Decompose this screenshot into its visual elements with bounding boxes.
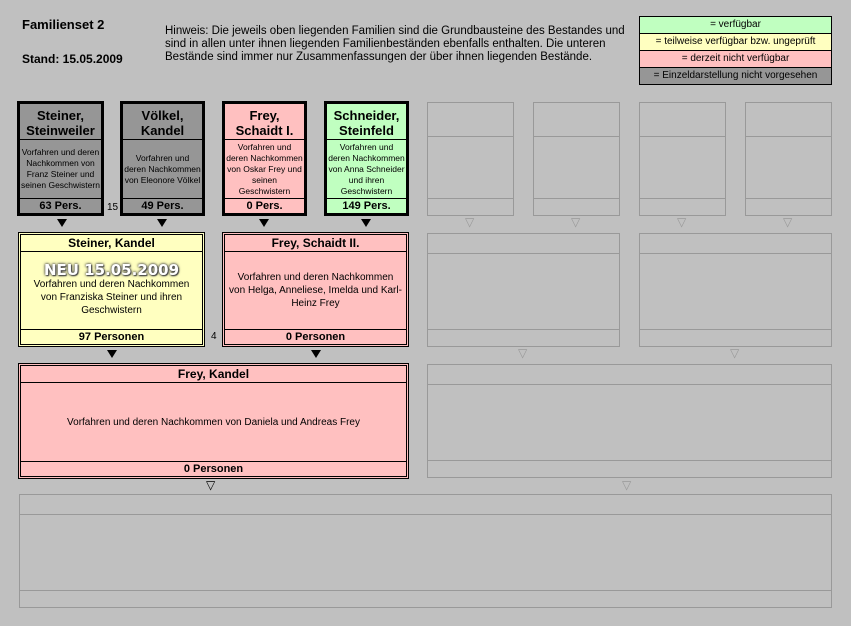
family-description: Vorfahren und deren Nachkommen von Franz… (20, 140, 101, 199)
arrow-down-icon (361, 219, 371, 227)
empty-slot (533, 102, 620, 216)
family-description: Vorfahren und deren Nachkommen von Franz… (33, 279, 190, 316)
family-box-frey-schaidt-1[interactable]: Frey, Schaidt I. Vorfahren und deren Nac… (222, 101, 307, 216)
overlap-count: 15 (107, 202, 119, 213)
arrow-down-outline-icon: ▽ (622, 478, 632, 492)
family-description: Vorfahren und deren Nachkommen von Helga… (225, 252, 406, 330)
family-description: Vorfahren und deren Nachkommen von Oskar… (225, 140, 304, 199)
family-name: Völkel, Kandel (123, 104, 202, 140)
family-name: Frey, Schaidt I. (225, 104, 304, 140)
arrow-down-outline-icon: ▽ (571, 215, 581, 229)
legend-not-planned: = Einzeldarstellung nicht vorgesehen (640, 68, 831, 84)
arrow-down-outline-icon: ▽ (465, 215, 475, 229)
legend: = verfügbar = teilweise verfügbar bzw. u… (639, 16, 832, 85)
family-description: Vorfahren und deren Nachkommen von Danie… (21, 383, 406, 462)
family-count: 63 Pers. (39, 200, 82, 212)
arrow-down-outline-icon: ▽ (206, 478, 216, 492)
family-count: 0 Personen (285, 331, 346, 343)
stand-date: Stand: 15.05.2009 (22, 52, 123, 66)
arrow-down-outline-icon: ▽ (677, 215, 687, 229)
new-badge: NEU 15.05.2009 (43, 261, 180, 279)
arrow-down-icon (259, 219, 269, 227)
family-body: NEU 15.05.2009 Vorfahren und deren Nachk… (21, 252, 202, 330)
hint-text: Hinweis: Die jeweils oben liegenden Fami… (165, 25, 625, 63)
arrow-down-icon (57, 219, 67, 227)
page-title: Familienset 2 (22, 17, 105, 32)
family-box-schneider-steinfeld[interactable]: Schneider, Steinfeld Vorfahren und deren… (324, 101, 409, 216)
legend-available: = verfügbar (640, 17, 831, 34)
overlap-count: 4 (211, 331, 217, 342)
empty-slot (745, 102, 832, 216)
empty-slot (639, 233, 832, 347)
empty-slot (639, 102, 726, 216)
family-name: Frey, Schaidt II. (225, 235, 406, 252)
family-box-frey-schaidt-2[interactable]: Frey, Schaidt II. Vorfahren und deren Na… (222, 232, 409, 347)
family-name: Steiner, Steinweiler (20, 104, 101, 140)
family-count: 0 Pers. (246, 200, 283, 212)
family-count: 149 Pers. (342, 200, 391, 212)
family-box-voelkel-kandel[interactable]: Völkel, Kandel Vorfahren und deren Nachk… (120, 101, 205, 216)
family-box-steiner-kandel[interactable]: Steiner, Kandel NEU 15.05.2009 Vorfahren… (18, 232, 205, 347)
family-name: Frey, Kandel (21, 366, 406, 383)
family-description: Vorfahren und deren Nachkommen von Anna … (327, 140, 406, 199)
arrow-down-icon (157, 219, 167, 227)
family-name: Steiner, Kandel (21, 235, 202, 252)
arrow-down-icon (311, 350, 321, 358)
legend-unavailable: = derzeit nicht verfügbar (640, 51, 831, 68)
arrow-down-outline-icon: ▽ (783, 215, 793, 229)
family-count: 49 Pers. (141, 200, 184, 212)
family-box-steiner-steinweiler[interactable]: Steiner, Steinweiler Vorfahren und deren… (17, 101, 104, 216)
legend-partial: = teilweise verfügbar bzw. ungeprüft (640, 34, 831, 51)
empty-slot (427, 102, 514, 216)
arrow-down-icon (107, 350, 117, 358)
family-name: Schneider, Steinfeld (327, 104, 406, 140)
arrow-down-outline-icon: ▽ (730, 346, 740, 360)
arrow-down-outline-icon: ▽ (518, 346, 528, 360)
empty-slot (427, 364, 832, 478)
empty-slot (19, 494, 832, 608)
family-description: Vorfahren und deren Nachkommen von Eleon… (123, 140, 202, 199)
family-box-frey-kandel[interactable]: Frey, Kandel Vorfahren und deren Nachkom… (18, 363, 409, 479)
empty-slot (427, 233, 620, 347)
family-count: 97 Personen (78, 331, 145, 343)
family-count: 0 Personen (183, 463, 244, 475)
